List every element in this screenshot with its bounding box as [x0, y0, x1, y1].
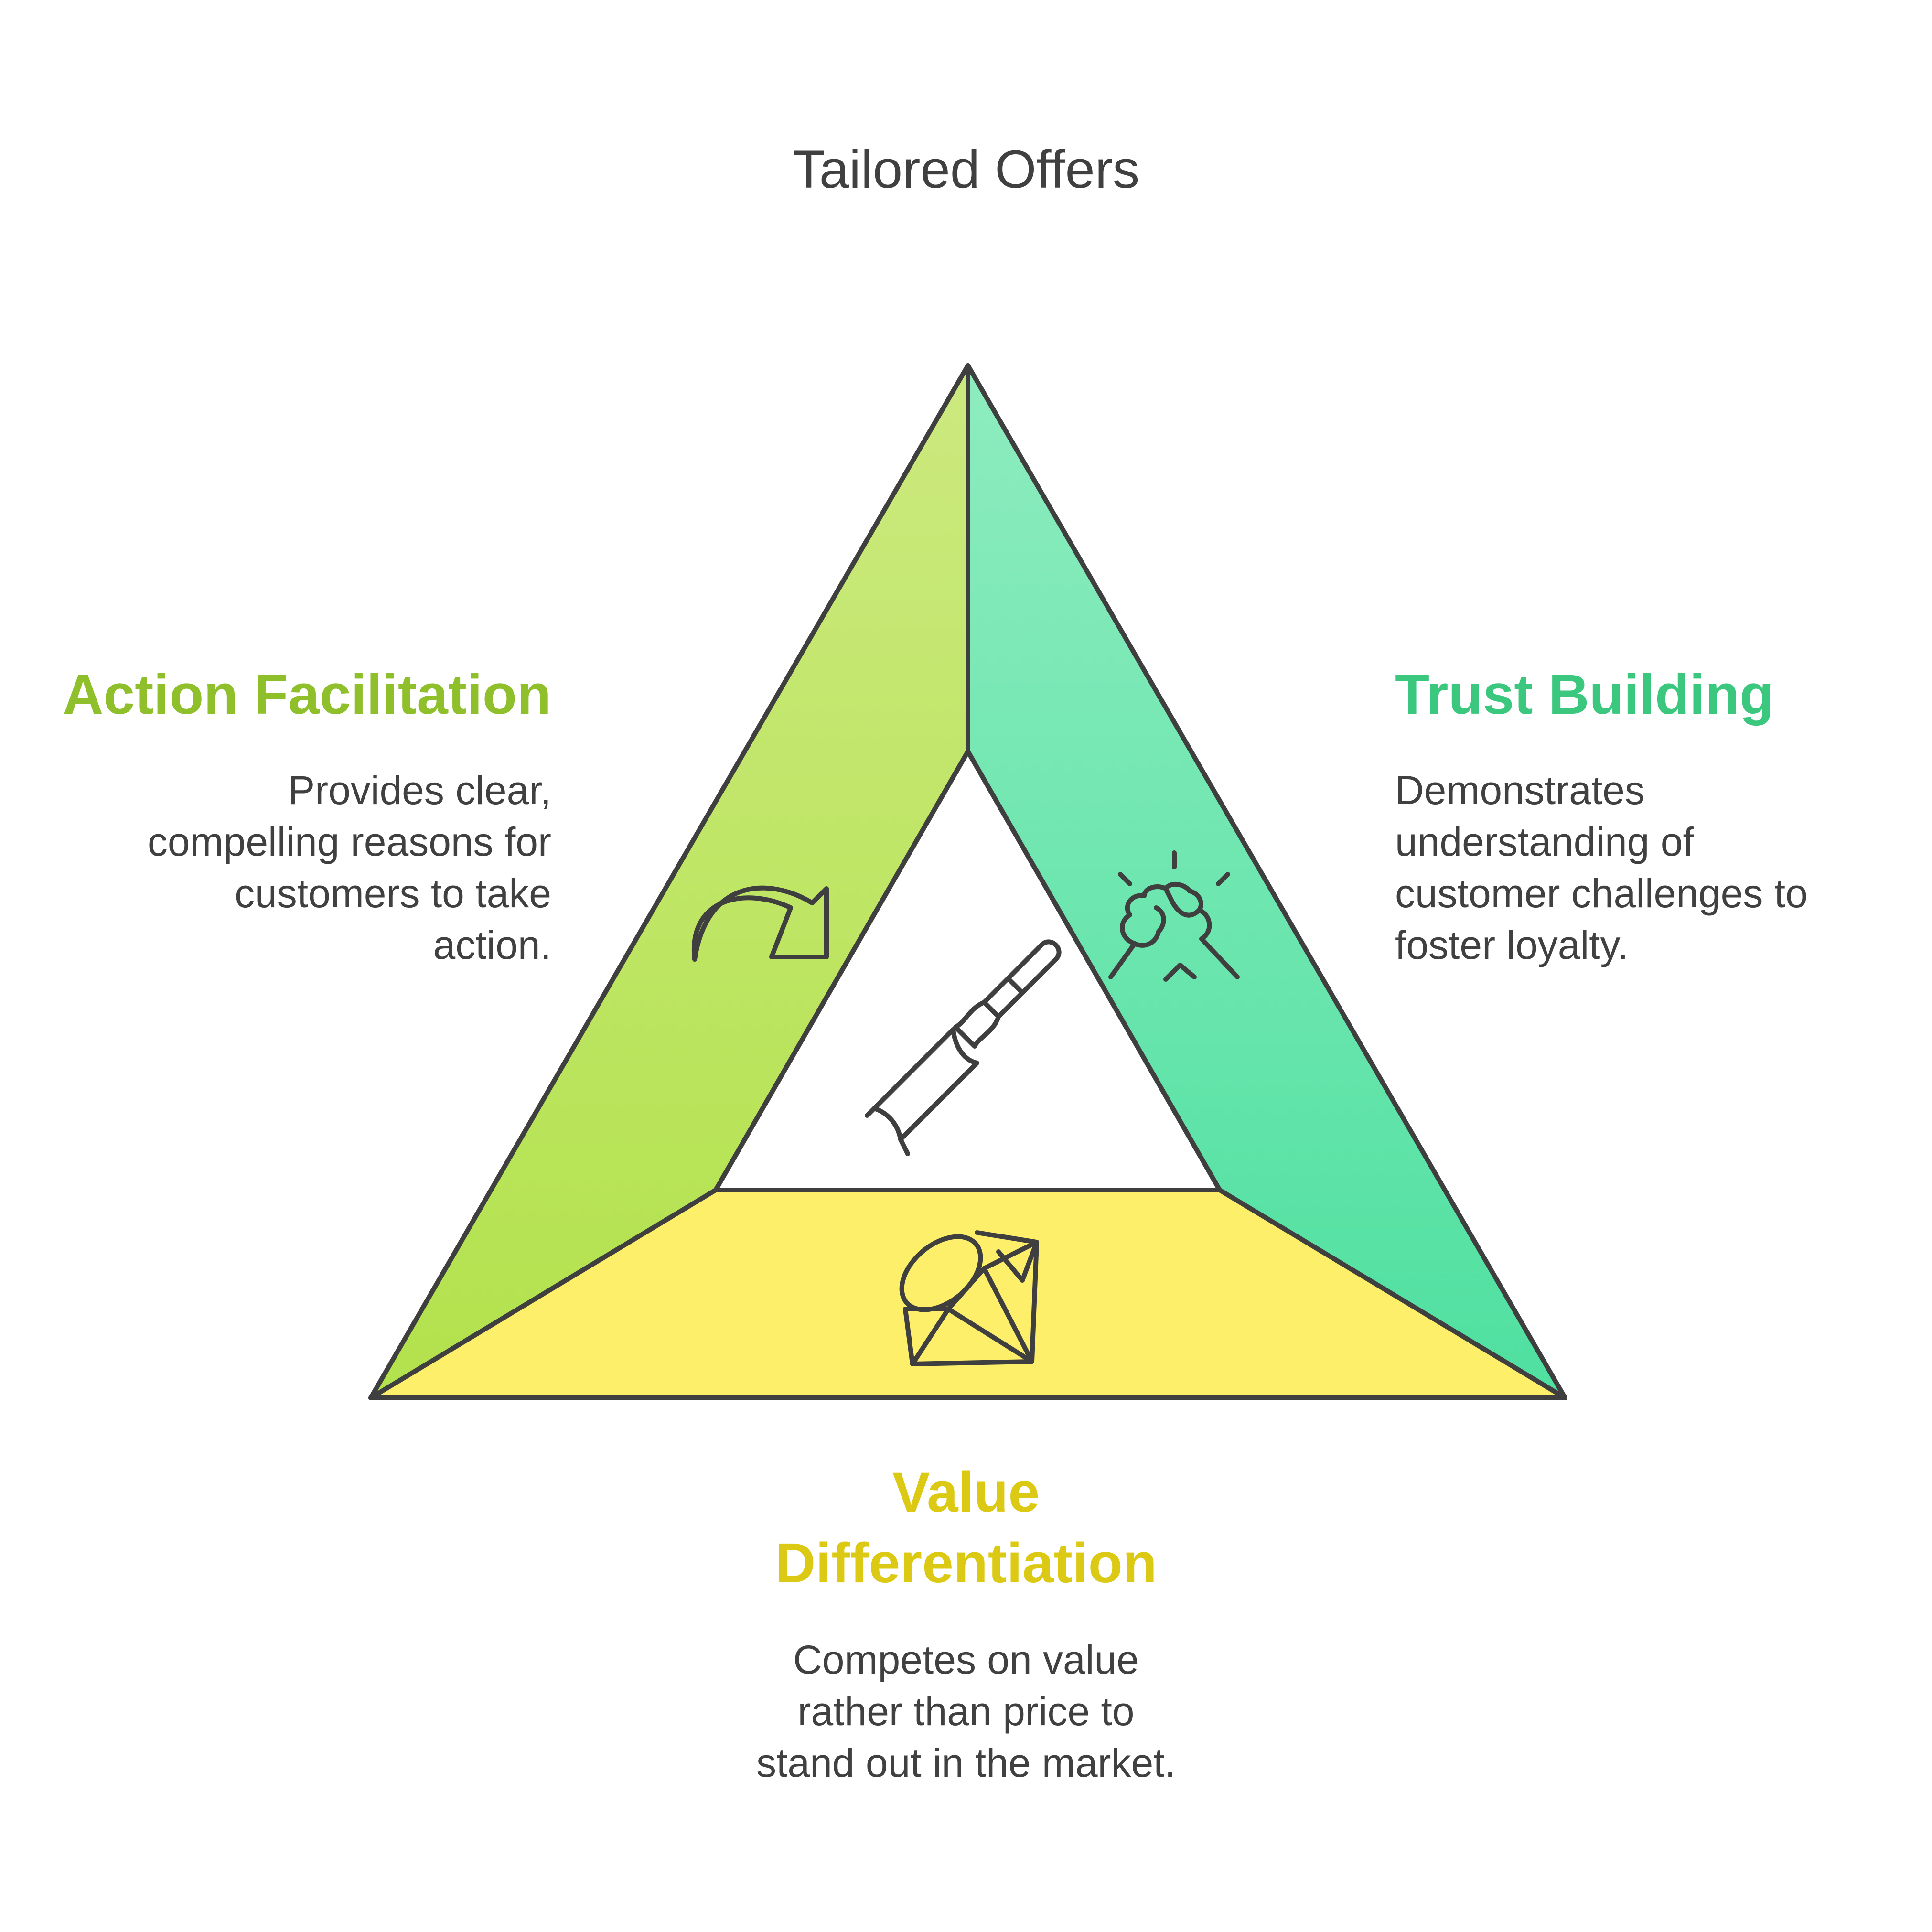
gem-icon [899, 1230, 1039, 1366]
description-line: customer challenges to [1395, 871, 1808, 916]
description-line: understanding of [1395, 819, 1694, 864]
description-line: foster loyalty. [1395, 923, 1629, 967]
heading-line: Differentiation [775, 1532, 1157, 1595]
handshake-icon [1108, 850, 1240, 982]
value-differentiation-heading: Value Differentiation [727, 1457, 1205, 1599]
heading-line: Value [892, 1461, 1040, 1524]
description-line: Competes on value [793, 1637, 1139, 1682]
action-facilitation-description: Provides clear, compelling reasons for c… [74, 764, 551, 971]
curved-arrow-icon [691, 885, 829, 962]
description-line: Provides clear, [288, 768, 551, 813]
value-differentiation-description: Competes on value rather than price to s… [679, 1634, 1253, 1789]
inner-triangle [713, 749, 1222, 1192]
description-line: Demonstrates [1395, 768, 1645, 813]
trust-building-description: Demonstrates understanding of customer c… [1395, 764, 1882, 971]
description-line: rather than price to [797, 1689, 1135, 1734]
description-line: stand out in the market. [756, 1740, 1176, 1785]
diagram-title: Tailored Offers [792, 140, 1140, 199]
chisel-icon [865, 939, 1062, 1156]
description-line: customers to take [235, 871, 551, 916]
action-facilitation-heading: Action Facilitation [63, 663, 551, 726]
description-line: compelling reasons for [147, 819, 551, 864]
trust-building-heading: Trust Building [1395, 663, 1774, 726]
description-line: action. [433, 923, 552, 967]
